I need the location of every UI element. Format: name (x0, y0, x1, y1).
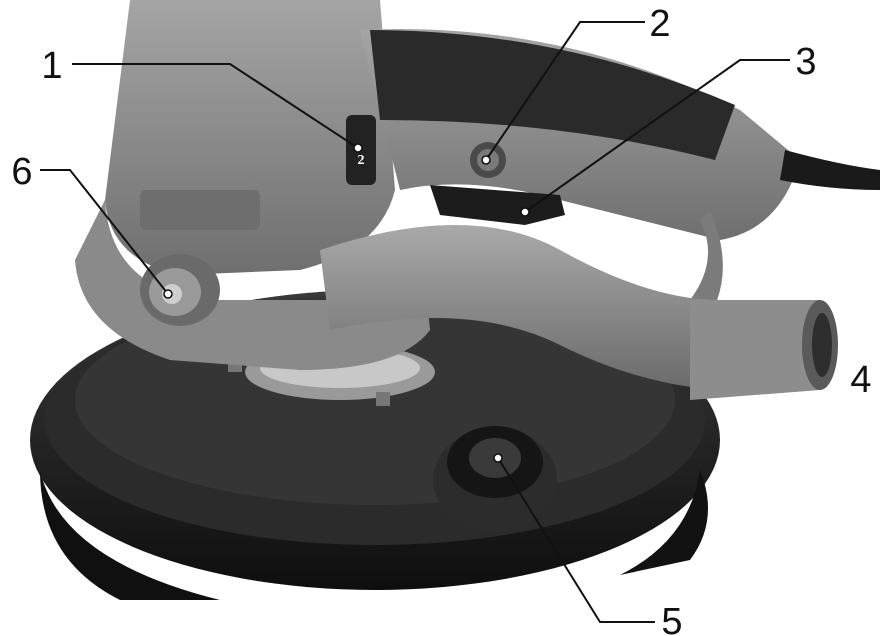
trigger-switch (430, 185, 565, 225)
dust-extraction-tube (320, 225, 838, 400)
power-cord (780, 150, 880, 190)
callout-number-5: 5 (661, 601, 682, 636)
callout-leaders (40, 21, 790, 623)
speed-dial-mark: 2 (358, 153, 365, 168)
callout-number-2: 2 (649, 3, 670, 45)
callout-number-3: 3 (795, 41, 816, 83)
callout-number-4: 4 (850, 359, 871, 401)
callout-number-6: 6 (11, 151, 32, 193)
adjustment-knob-left (140, 254, 220, 326)
callout-number-1: 1 (41, 45, 62, 87)
